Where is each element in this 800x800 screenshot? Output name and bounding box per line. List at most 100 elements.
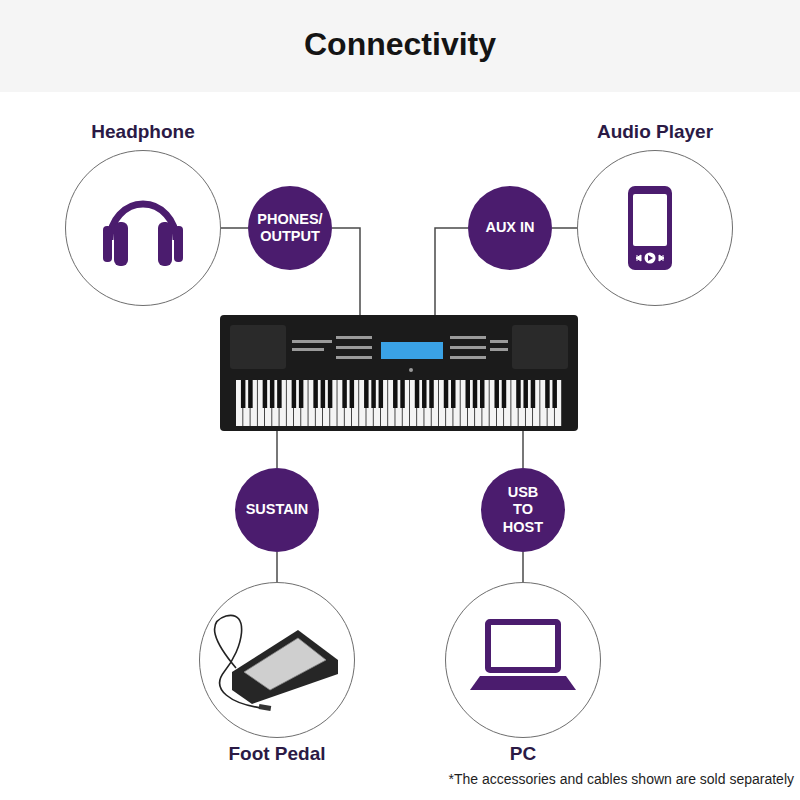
black-key xyxy=(502,380,506,408)
black-key xyxy=(451,380,455,408)
black-key xyxy=(444,380,448,408)
keyboard-illustration xyxy=(220,315,578,431)
speaker-grille xyxy=(230,325,286,369)
headphone-icon xyxy=(103,204,183,266)
port-label: SUSTAIN xyxy=(239,501,315,518)
black-key xyxy=(531,380,535,408)
speaker-grille xyxy=(512,325,568,369)
black-key xyxy=(270,380,274,408)
player-screen xyxy=(633,194,667,246)
panel-marking xyxy=(336,336,372,339)
play-symbol xyxy=(648,255,653,261)
black-key xyxy=(552,380,556,408)
device-circle: PC xyxy=(445,582,601,738)
black-key xyxy=(545,380,549,408)
panel-marking xyxy=(292,348,324,351)
black-key xyxy=(321,380,325,408)
laptop-base xyxy=(470,676,576,690)
port-label: PHONES/ OUTPUT xyxy=(254,211,326,246)
keyboard-body xyxy=(220,315,578,431)
black-key xyxy=(429,380,433,408)
next-symbol xyxy=(659,255,664,261)
panel-marking xyxy=(450,346,486,349)
port-circle: PHONES/ OUTPUT xyxy=(248,186,332,270)
diagram-title: Connectivity xyxy=(0,24,800,64)
black-key xyxy=(480,380,484,408)
black-key xyxy=(466,380,470,408)
player-body xyxy=(628,186,672,270)
leader-line xyxy=(435,228,468,315)
port-label: AUX IN xyxy=(474,219,546,236)
black-key xyxy=(523,380,527,408)
black-key xyxy=(364,380,368,408)
leader-line xyxy=(276,430,278,468)
black-key xyxy=(494,380,498,408)
pedal-base xyxy=(232,630,338,704)
black-key xyxy=(400,380,404,408)
lcd-display xyxy=(381,342,443,359)
foot-pedal-icon xyxy=(215,615,338,711)
panel-marking xyxy=(336,356,372,359)
brand-mark xyxy=(409,368,413,372)
device-label: Headphone xyxy=(91,121,194,143)
device-label: Foot Pedal xyxy=(228,743,325,765)
connector-line xyxy=(221,227,248,229)
panel-marking xyxy=(336,346,372,349)
black-key xyxy=(313,380,317,408)
panel-marking xyxy=(490,340,508,343)
black-key xyxy=(292,380,296,408)
keybed xyxy=(236,380,561,426)
play-button xyxy=(645,253,656,264)
black-key xyxy=(422,380,426,408)
port-circle: USB TO HOST xyxy=(481,468,565,552)
black-key xyxy=(371,380,375,408)
ear-cup-outer xyxy=(103,226,112,262)
device-label: Audio Player xyxy=(597,121,713,143)
black-key xyxy=(415,380,419,408)
prev-symbol xyxy=(636,255,641,261)
laptop-screen xyxy=(488,622,558,670)
port-circle: SUSTAIN xyxy=(235,468,319,552)
device-circle: Headphone xyxy=(65,150,221,306)
device-label: PC xyxy=(510,743,536,765)
leader-line xyxy=(332,228,360,315)
black-key xyxy=(342,380,346,408)
pedal-plate xyxy=(244,638,326,690)
control-panel xyxy=(292,336,508,372)
device-circle: Foot Pedal xyxy=(199,582,355,738)
black-key xyxy=(328,380,332,408)
black-key xyxy=(263,380,267,408)
black-key xyxy=(277,380,281,408)
connector-line xyxy=(522,552,524,582)
ear-cup xyxy=(114,222,128,266)
black-key xyxy=(241,380,245,408)
black-key xyxy=(248,380,252,408)
footnote: *The accessories and cables shown are so… xyxy=(448,770,794,788)
connector-line xyxy=(276,552,278,582)
header-band xyxy=(0,0,800,92)
black-key xyxy=(299,380,303,408)
audio-player-icon xyxy=(628,186,672,270)
connector-line xyxy=(552,227,577,229)
black-key xyxy=(516,380,520,408)
port-circle: AUX IN xyxy=(468,186,552,270)
jack-plug xyxy=(259,704,272,711)
panel-marking xyxy=(450,336,486,339)
black-key xyxy=(393,380,397,408)
panel-marking xyxy=(490,348,508,351)
port-label: USB TO HOST xyxy=(498,484,548,536)
leader-line xyxy=(522,430,524,468)
panel-marking xyxy=(292,340,332,343)
black-key xyxy=(350,380,354,408)
ear-cup-outer xyxy=(174,226,183,262)
panel-marking xyxy=(450,356,486,359)
laptop-icon xyxy=(470,622,576,690)
black-key xyxy=(379,380,383,408)
device-circle: Audio Player xyxy=(577,150,733,306)
ear-cup xyxy=(158,222,172,266)
black-key xyxy=(473,380,477,408)
